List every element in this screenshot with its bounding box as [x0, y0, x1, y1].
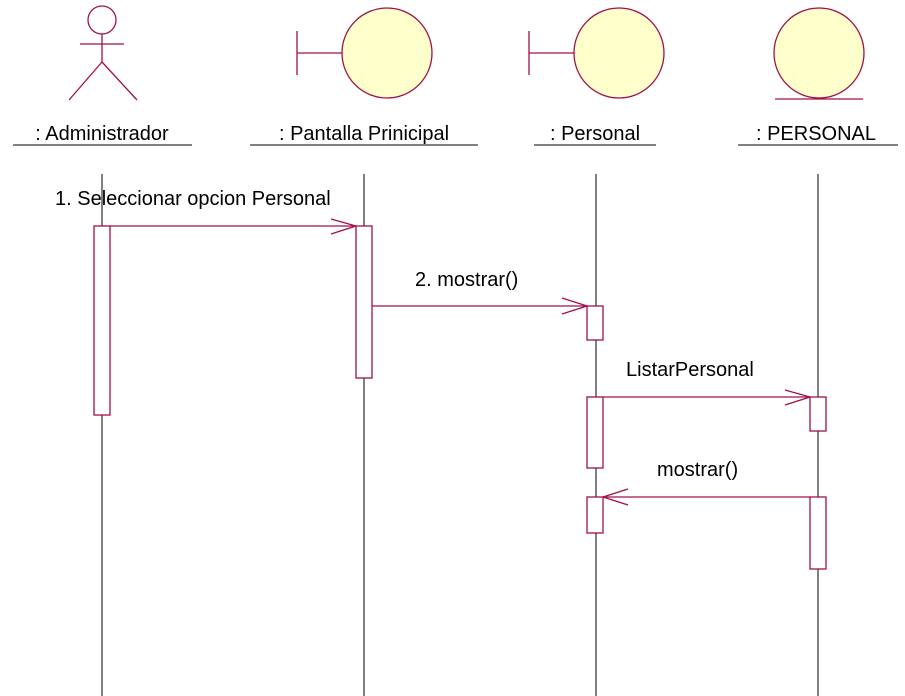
message-label: ListarPersonal	[626, 359, 754, 381]
entity-icon	[773, 7, 865, 100]
boundary-icon	[528, 7, 665, 99]
svg-text:: Personal: : Personal	[550, 123, 640, 145]
activation-bar	[586, 305, 604, 341]
participant-label-administrador: : Administrador	[13, 123, 192, 146]
activation-bar	[93, 225, 111, 416]
svg-text:: Pantalla Prinicipal: : Pantalla Prinicipal	[279, 123, 449, 145]
message-label: mostrar()	[657, 459, 738, 481]
message-arrow	[110, 218, 359, 235]
participant-label-personal: : Personal	[534, 123, 656, 146]
activation-bar	[809, 496, 827, 570]
svg-text:: PERSONAL: : PERSONAL	[756, 123, 876, 145]
message-label: 2. mostrar()	[415, 269, 518, 291]
message-label: 1. Seleccionar opcion Personal	[55, 188, 331, 210]
message-arrow	[603, 389, 813, 406]
participant-label-personal-entity: : PERSONAL	[738, 123, 898, 146]
message-arrow	[600, 488, 810, 506]
participant-label-pantalla-principal: : Pantalla Prinicipal	[250, 123, 478, 146]
message-arrow	[372, 297, 590, 315]
svg-text:: Administrador: : Administrador	[35, 123, 169, 145]
activation-bar	[355, 225, 373, 379]
actor-icon	[68, 5, 138, 101]
activation-bar	[586, 496, 604, 534]
activation-bar	[809, 396, 827, 432]
boundary-icon	[296, 7, 433, 99]
activation-bar	[586, 396, 604, 469]
